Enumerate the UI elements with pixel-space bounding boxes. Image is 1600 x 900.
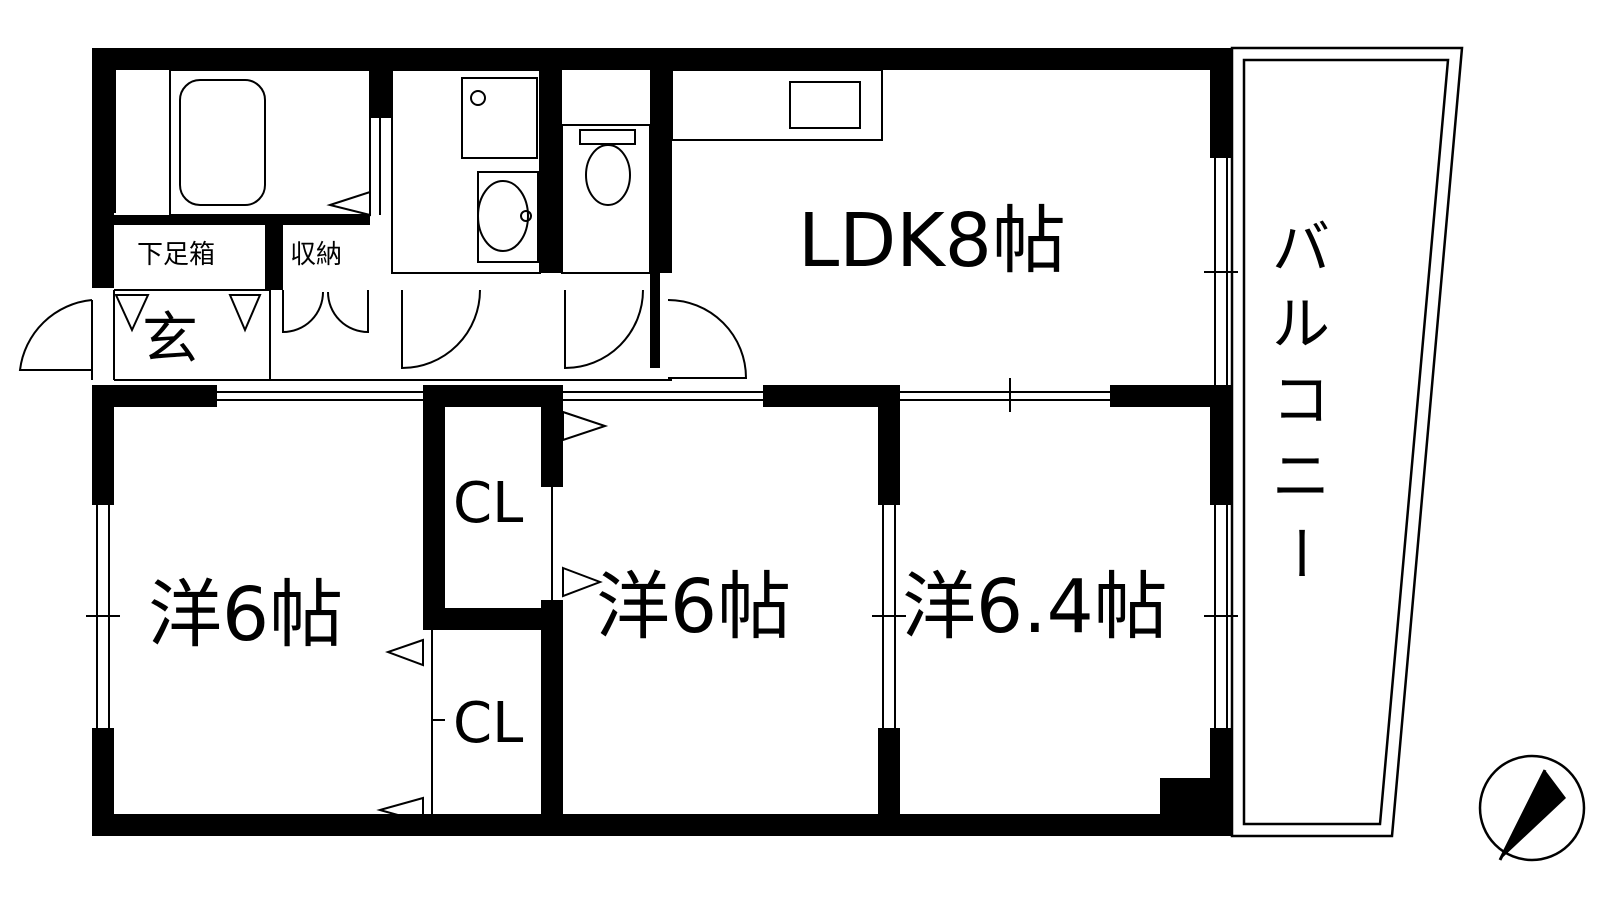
entrance-label: 玄	[142, 307, 198, 372]
balcony-char-1: バ	[1272, 214, 1330, 282]
north-arrow-icon	[1478, 754, 1586, 862]
bathtub	[169, 69, 371, 216]
windows-and-partitions	[86, 158, 1238, 814]
balcony-char-2: ル	[1272, 290, 1330, 358]
balcony-label: バ ル コ ニ ー	[1266, 214, 1334, 582]
walls	[92, 48, 1232, 836]
room-label-west-1: 洋6帖	[148, 572, 343, 658]
wash-basin	[477, 171, 539, 263]
fixtures	[169, 69, 883, 274]
toilet-tank	[579, 129, 636, 145]
balcony-outline	[1230, 46, 1464, 838]
bathtub-inner	[179, 79, 266, 206]
shoe-box-label: 下足箱	[137, 240, 215, 270]
room-label-west-3: 洋6.4帖	[902, 564, 1168, 650]
washer	[461, 77, 538, 159]
kitchen-sink	[789, 81, 861, 129]
closet-label-lower: CL	[453, 691, 523, 756]
balcony-char-4: ニ	[1272, 442, 1330, 510]
kitchen-counter	[671, 69, 883, 141]
balcony-char-5: ー	[1266, 524, 1334, 582]
closet-label-upper: CL	[453, 471, 523, 536]
storage-label: 収納	[290, 240, 342, 270]
doors	[18, 289, 748, 824]
balcony-char-3: コ	[1272, 366, 1330, 434]
room-label-west-2: 洋6帖	[596, 564, 791, 650]
room-label-ldk: LDK8帖	[798, 198, 1066, 284]
toilet-bowl	[585, 144, 631, 206]
